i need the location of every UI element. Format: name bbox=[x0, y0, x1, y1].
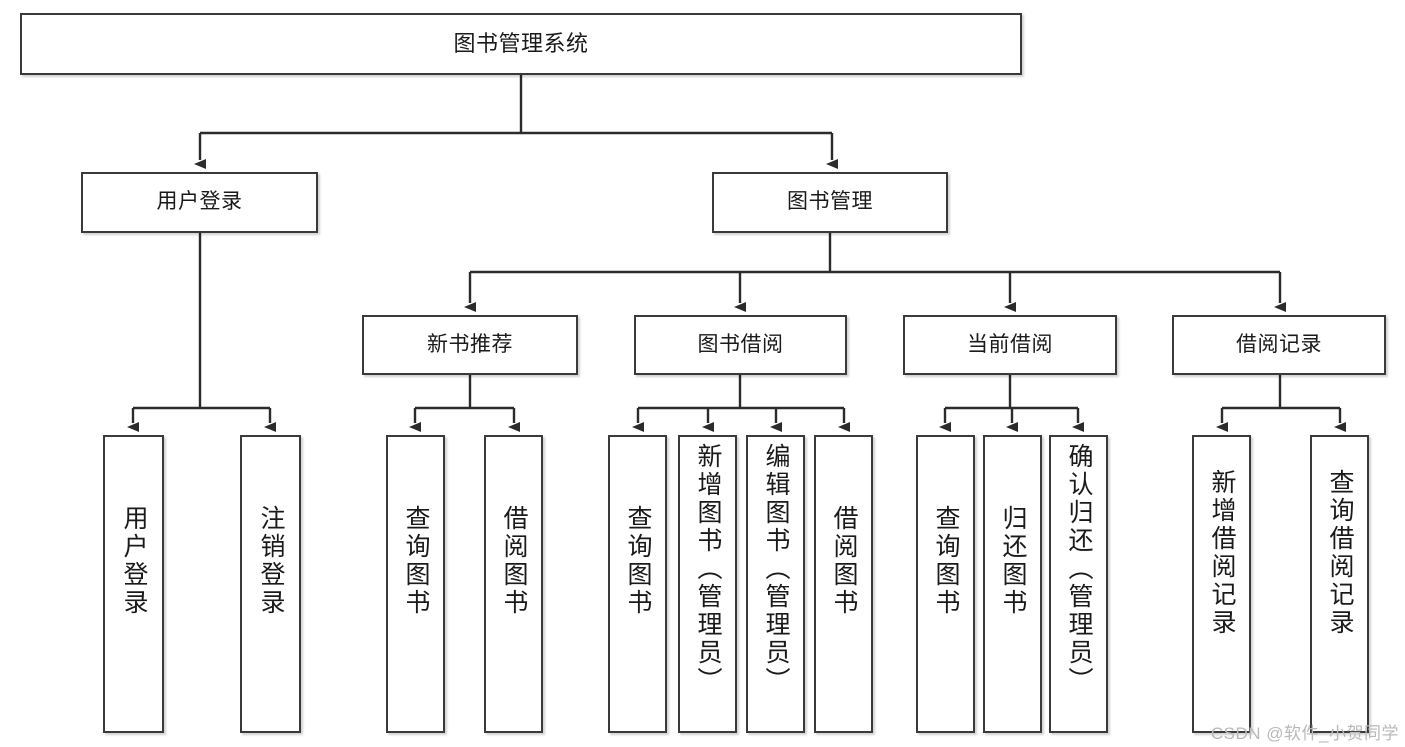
leaf-query-book-2[interactable]: 查询图书 bbox=[608, 435, 667, 733]
node-current-borrow[interactable]: 当前借阅 bbox=[903, 315, 1117, 375]
node-label: 查询图书 bbox=[932, 505, 960, 617]
leaf-logout[interactable]: 注销登录 bbox=[240, 435, 301, 733]
leaf-add-record[interactable]: 新增借阅记录 bbox=[1192, 435, 1251, 733]
node-label: 编辑图书（管理员） bbox=[762, 443, 790, 695]
node-root-system[interactable]: 图书管理系统 bbox=[20, 13, 1022, 75]
node-label: 图书借阅 bbox=[697, 332, 784, 356]
node-label: 借阅图书 bbox=[500, 505, 528, 617]
node-label: 新增图书（管理员） bbox=[694, 443, 722, 695]
node-label: 用户登录 bbox=[120, 505, 148, 617]
node-label: 图书管理 bbox=[787, 190, 873, 214]
node-label: 确认归还（管理员） bbox=[1065, 443, 1093, 695]
node-book-borrow[interactable]: 图书借阅 bbox=[634, 315, 847, 375]
leaf-confirm-return[interactable]: 确认归还（管理员） bbox=[1049, 435, 1108, 733]
leaf-add-book[interactable]: 新增图书（管理员） bbox=[678, 435, 737, 733]
node-label: 查询图书 bbox=[624, 505, 652, 617]
node-user-login[interactable]: 用户登录 bbox=[81, 172, 318, 233]
leaf-user-login[interactable]: 用户登录 bbox=[103, 435, 164, 733]
leaf-borrow-book-2[interactable]: 借阅图书 bbox=[814, 435, 873, 733]
node-label: 图书管理系统 bbox=[453, 31, 589, 57]
leaf-borrow-book-1[interactable]: 借阅图书 bbox=[484, 435, 543, 733]
leaf-return-book[interactable]: 归还图书 bbox=[983, 435, 1042, 733]
node-label: 新增借阅记录 bbox=[1208, 469, 1236, 637]
leaf-query-book-3[interactable]: 查询图书 bbox=[916, 435, 975, 733]
node-borrow-record[interactable]: 借阅记录 bbox=[1172, 315, 1386, 375]
node-new-book-rec[interactable]: 新书推荐 bbox=[362, 315, 578, 375]
node-label: 当前借阅 bbox=[967, 332, 1053, 356]
node-label: 用户登录 bbox=[156, 190, 243, 214]
node-label: 注销登录 bbox=[257, 505, 285, 617]
leaf-edit-book[interactable]: 编辑图书（管理员） bbox=[746, 435, 805, 733]
node-label: 归还图书 bbox=[999, 505, 1027, 617]
node-label: 借阅图书 bbox=[830, 505, 858, 617]
leaf-query-book-1[interactable]: 查询图书 bbox=[386, 435, 445, 733]
node-book-manage[interactable]: 图书管理 bbox=[712, 172, 948, 233]
leaf-query-record[interactable]: 查询借阅记录 bbox=[1310, 435, 1369, 733]
node-label: 新书推荐 bbox=[427, 332, 513, 356]
node-label: 查询借阅记录 bbox=[1326, 469, 1354, 637]
node-label: 查询图书 bbox=[402, 505, 430, 617]
node-label: 借阅记录 bbox=[1236, 332, 1322, 356]
